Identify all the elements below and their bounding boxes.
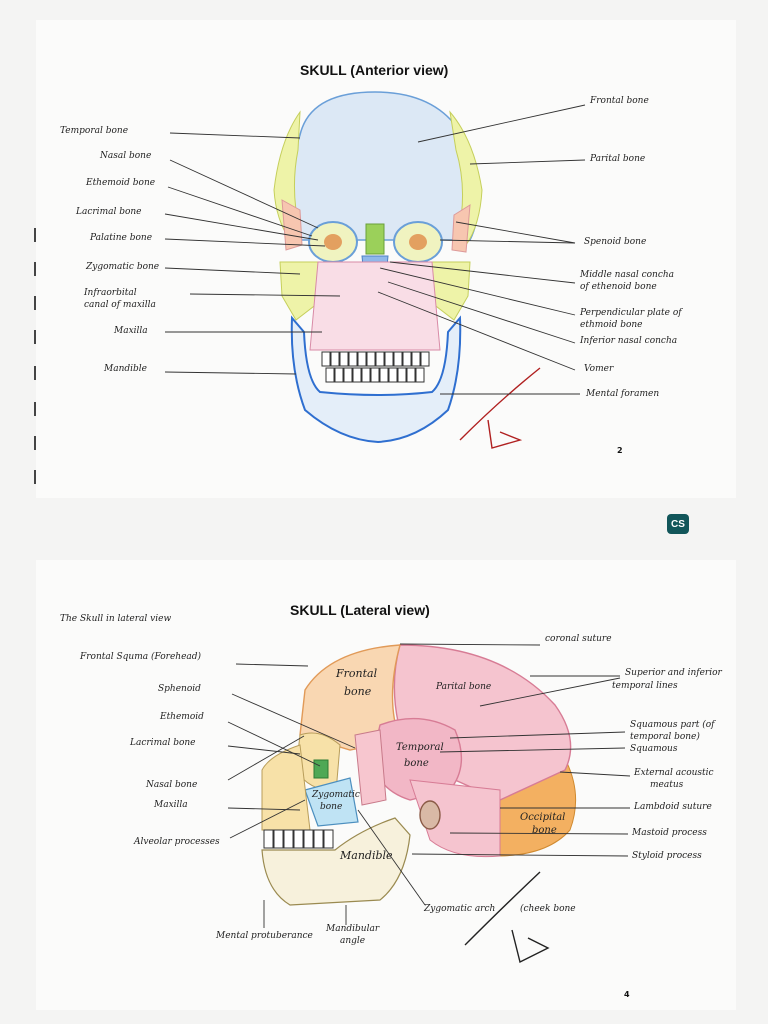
nasal-bone bbox=[365, 223, 385, 255]
label-nasal-bone: Nasal bone bbox=[146, 780, 198, 790]
label-superior-inferior: Superior and inferior bbox=[625, 668, 722, 678]
temporal-bone-right bbox=[449, 110, 483, 246]
label-meatus: meatus bbox=[650, 780, 684, 790]
leader-lines-lateral bbox=[227, 643, 631, 928]
label-maxilla: Maxilla bbox=[114, 326, 148, 336]
heading-skull-lateral: The Skull in lateral view bbox=[60, 614, 172, 624]
label-inferior-nasal-concha: Inferior nasal concha bbox=[580, 336, 678, 346]
label-nasal-bone: Nasal bone bbox=[100, 151, 152, 161]
page-number: 4 bbox=[624, 990, 630, 999]
bone-label-temporal-bone: bone bbox=[404, 758, 429, 769]
bone-label-frontal: Frontal bbox=[336, 667, 378, 680]
bone-label-occipital-bone: bone bbox=[532, 825, 557, 836]
upper-teeth bbox=[321, 351, 430, 367]
external-acoustic-meatus bbox=[419, 800, 441, 830]
leader-lines-left bbox=[164, 132, 341, 375]
label-lacrimal-bone: Lacrimal bone bbox=[76, 207, 142, 217]
label-external-acoustic: External acoustic bbox=[634, 768, 714, 778]
label-infraorbital: Infraorbital bbox=[84, 288, 137, 298]
label-temporal-lines: temporal lines bbox=[612, 681, 678, 691]
label-angle: angle bbox=[340, 936, 366, 946]
zygomatic-bone bbox=[304, 777, 359, 827]
label-palatine-bone: Palatine bone bbox=[90, 233, 153, 243]
label-ethmoid-bone: ethmoid bone bbox=[580, 320, 643, 330]
label-alveolar-processes: Alveolar processes bbox=[134, 837, 220, 847]
label-canal-of-maxilla: canal of maxilla bbox=[84, 300, 156, 310]
bone-label-frontal-bone: bone bbox=[344, 685, 372, 698]
label-parietal-bone: Parital bone bbox=[590, 154, 646, 164]
label-coronal-suture: coronal suture bbox=[545, 634, 612, 644]
label-squamous-part: Squamous part (of bbox=[630, 720, 715, 730]
label-vomer: Vomer bbox=[584, 364, 614, 374]
signature bbox=[459, 367, 541, 449]
label-sphenoid-bone: Spenoid bone bbox=[584, 237, 647, 247]
mandible bbox=[290, 315, 462, 444]
label-styloid-process: Styloid process bbox=[632, 851, 702, 861]
label-mental-foramen: Mental foramen bbox=[586, 389, 660, 399]
label-mastoid-process: Mastoid process bbox=[632, 828, 707, 838]
page-number: 2 bbox=[617, 446, 623, 455]
label-sphenoid: Sphenoid bbox=[158, 684, 201, 694]
label-mental-protuberance: Mental protuberance bbox=[216, 931, 313, 941]
label-maxilla: Maxilla bbox=[154, 800, 188, 810]
sphenoid-bone bbox=[354, 729, 387, 806]
margin-mark bbox=[34, 470, 36, 484]
anterior-view-title: SKULL (Anterior view) bbox=[300, 62, 449, 78]
label-perpendicular-plate: Perpendicular plate of bbox=[580, 308, 682, 318]
mandible bbox=[261, 817, 411, 906]
label-mandible: Mandible bbox=[104, 364, 147, 374]
margin-mark bbox=[34, 228, 36, 242]
maxilla bbox=[309, 261, 441, 351]
margin-mark bbox=[34, 436, 36, 450]
label-frontal-squama: Frontal Squma (Forehead) bbox=[80, 652, 202, 662]
margin-mark bbox=[34, 366, 36, 380]
leader-lines-right bbox=[377, 104, 586, 395]
margin-mark bbox=[34, 296, 36, 310]
teeth bbox=[263, 829, 334, 849]
label-of-ethmoid-bone: of ethenoid bone bbox=[580, 282, 657, 292]
ethmoid-lacrimal bbox=[313, 759, 329, 779]
margin-mark bbox=[34, 330, 36, 344]
bone-label-parietal: Parital bone bbox=[436, 682, 492, 692]
label-lacrimal-bone: Lacrimal bone bbox=[130, 738, 196, 748]
label-temporal-bone: temporal bone) bbox=[630, 732, 700, 742]
zygomatic-bone-left bbox=[279, 261, 323, 321]
bone-label-mandible: Mandible bbox=[340, 849, 393, 862]
label-zygomatic-arch: Zygomatic arch bbox=[424, 904, 496, 914]
label-temporal-bone: Temporal bone bbox=[60, 126, 129, 136]
bone-label-occipital: Occipital bbox=[520, 812, 566, 823]
bone-label-zygomatic-bone: bone bbox=[320, 802, 343, 812]
lower-teeth bbox=[325, 367, 425, 383]
label-ethmoid: Ethemoid bbox=[160, 712, 204, 722]
label-mandibular: Mandibular bbox=[326, 924, 380, 934]
margin-mark bbox=[34, 402, 36, 416]
signature bbox=[464, 871, 550, 964]
lateral-view-title: SKULL (Lateral view) bbox=[290, 602, 430, 618]
label-zygomatic-bone: Zygomatic bone bbox=[86, 262, 160, 272]
label-ethmoid-bone: Ethemoid bone bbox=[86, 178, 156, 188]
bone-label-zygomatic: Zygomatic bbox=[312, 790, 360, 800]
label-cheek-bone: (cheek bone bbox=[520, 904, 576, 914]
camscanner-badge: CS bbox=[667, 514, 689, 534]
label-squamous: Squamous bbox=[630, 744, 678, 754]
label-frontal-bone: Frontal bone bbox=[590, 96, 649, 106]
label-middle-nasal-concha: Middle nasal concha bbox=[580, 270, 675, 280]
bone-label-temporal: Temporal bbox=[396, 742, 444, 753]
label-lambdoid-suture: Lambdoid suture bbox=[634, 802, 712, 812]
margin-mark bbox=[34, 262, 36, 276]
